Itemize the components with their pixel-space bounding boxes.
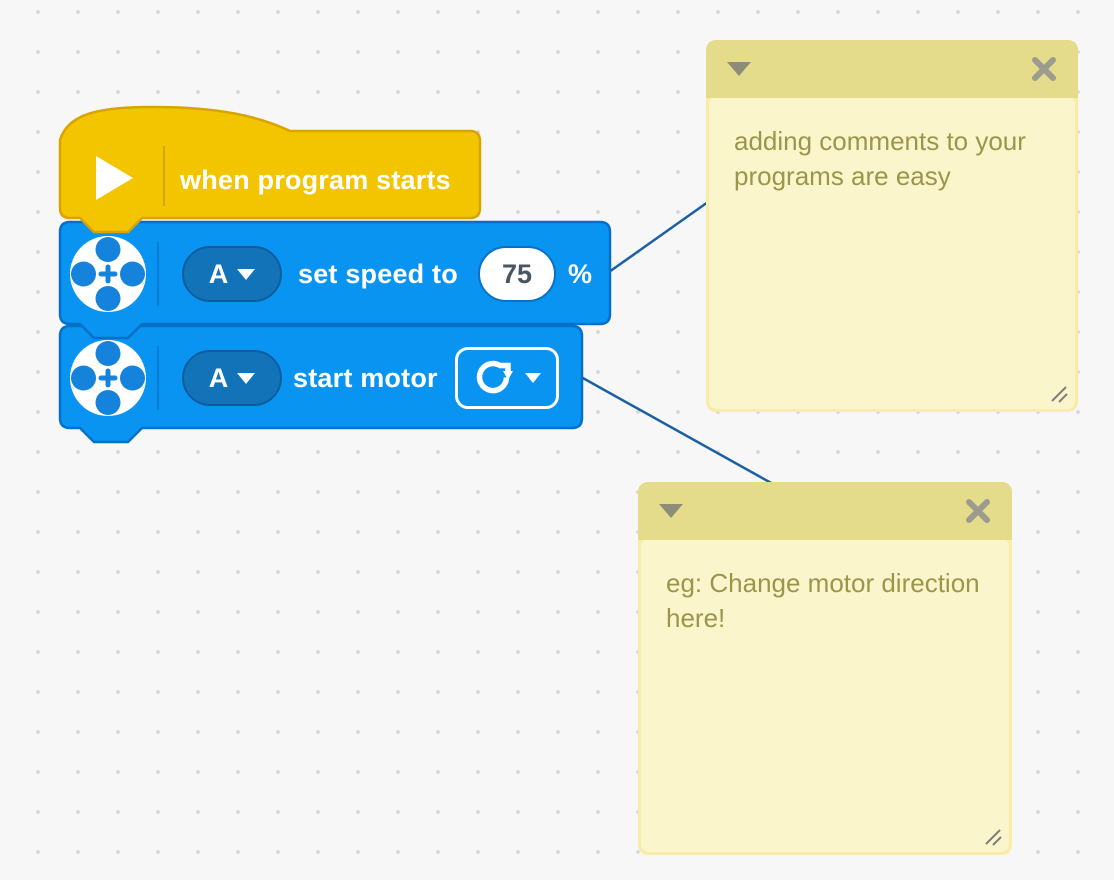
close-icon[interactable]	[965, 498, 991, 524]
motor-icon	[70, 340, 146, 416]
speed-value-input[interactable]: 75	[478, 246, 556, 302]
comment-header[interactable]	[638, 482, 1012, 540]
chevron-down-icon	[237, 268, 256, 280]
percent-label: %	[568, 258, 593, 289]
chevron-down-icon	[237, 372, 256, 384]
block-start-motor-shape[interactable]	[58, 324, 588, 448]
comment-text[interactable]: adding comments to your programs are eas…	[709, 98, 1075, 409]
set-speed-label: set speed to	[298, 258, 458, 289]
block-separator	[157, 242, 159, 306]
collapse-icon[interactable]	[727, 62, 751, 76]
port-label: A	[208, 362, 229, 393]
port-dropdown-start-motor[interactable]: A	[182, 350, 282, 406]
resize-handle-icon[interactable]	[983, 827, 1003, 847]
motor-icon	[70, 236, 146, 312]
direction-dropdown[interactable]	[455, 347, 559, 409]
port-label: A	[208, 258, 229, 289]
hat-block-label: when program starts	[180, 164, 451, 195]
clockwise-arrow-icon	[476, 360, 513, 394]
comment-note[interactable]: adding comments to your programs are eas…	[706, 40, 1078, 412]
hat-block-shape[interactable]	[58, 104, 482, 236]
block-separator	[157, 346, 159, 410]
resize-handle-icon[interactable]	[1049, 384, 1069, 404]
play-icon	[96, 156, 133, 200]
chevron-down-icon	[525, 373, 541, 383]
comment-text[interactable]: eg: Change motor direction here!	[641, 540, 1009, 852]
port-dropdown-set-speed[interactable]: A	[182, 246, 282, 302]
collapse-icon[interactable]	[659, 504, 683, 518]
comment-header[interactable]	[706, 40, 1078, 98]
comment-note[interactable]: eg: Change motor direction here!	[638, 482, 1012, 855]
close-icon[interactable]	[1031, 56, 1057, 82]
block-separator	[163, 146, 165, 206]
start-motor-label: start motor	[293, 362, 438, 393]
